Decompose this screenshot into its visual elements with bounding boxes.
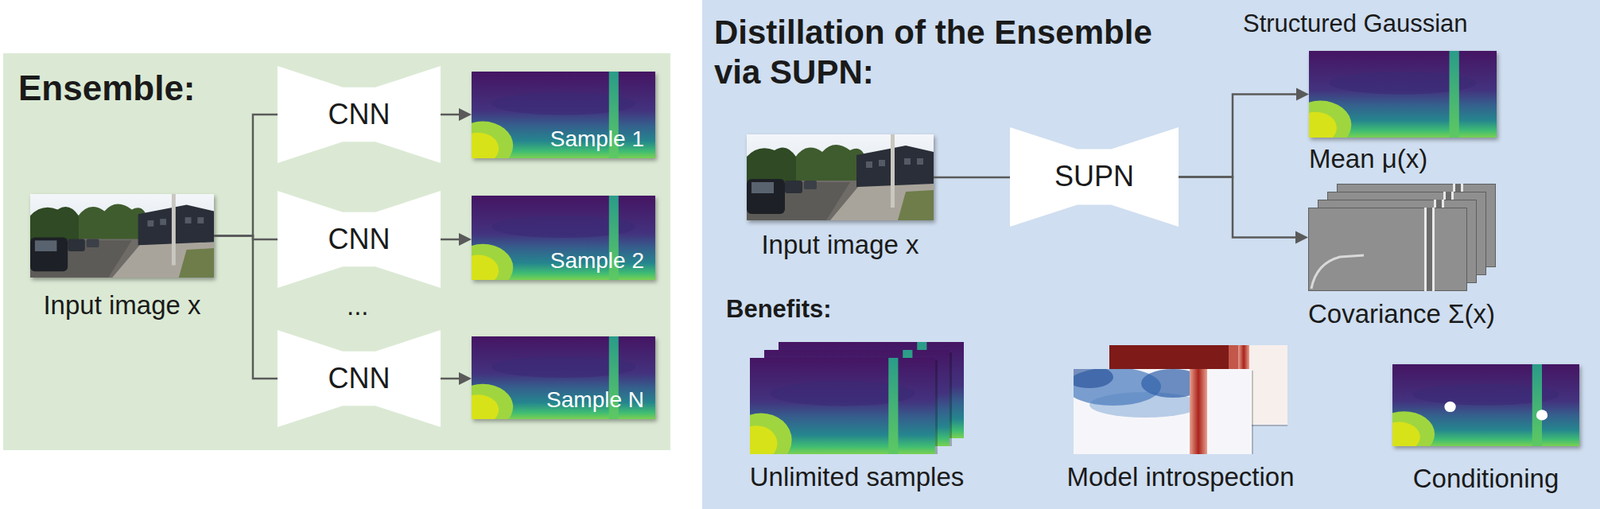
connector-line (213, 236, 278, 380)
covariance-cards (1308, 183, 1497, 292)
text-holder: Mean μ(x) (1308, 143, 1428, 175)
street-photo (30, 194, 214, 278)
sample-label: Sample 2 (550, 247, 645, 274)
benefit-label: Unlimited samples (749, 462, 965, 494)
panel-title: Ensemble: (18, 67, 196, 109)
text-holder: Sample N (546, 386, 645, 413)
introspection-maps (1073, 345, 1288, 455)
connector (440, 372, 472, 385)
connector (213, 114, 278, 237)
block-label: CNN (328, 97, 391, 132)
text-holder: Covariance Σ(x) (1308, 299, 1496, 331)
text-holder: Distillation of the Ensemble via SUPN: (714, 12, 1160, 92)
image-label: Input image x (42, 290, 201, 322)
text-holder: CNN (277, 190, 441, 288)
introspection-maps: Model introspection (1073, 345, 1288, 455)
text-holder: Model introspection (1066, 462, 1294, 494)
panel-title: Distillation of the Ensemble via SUPN: (714, 12, 1160, 92)
output-label: Mean μ(x) (1308, 143, 1428, 175)
text-holder: ... (346, 291, 369, 323)
connector (933, 177, 1010, 179)
connector (213, 236, 278, 241)
text-holder: Benefits: (726, 295, 832, 325)
mean-map: Mean μ(x) (1308, 50, 1497, 138)
connector-line (933, 176, 1010, 179)
cnn-block: CNN (277, 190, 441, 288)
connector-line (213, 236, 278, 241)
connector-line (440, 238, 459, 241)
block-label: CNN (328, 361, 391, 396)
text-holder: Input image x (42, 290, 201, 322)
block-shape (277, 330, 441, 428)
ellipsis-label: ... (346, 291, 369, 323)
benefit-label: Model introspection (1066, 462, 1294, 494)
sample-label: Sample N (546, 386, 645, 413)
text-holder: Unlimited samples (749, 462, 965, 494)
image-label: Input image x (761, 229, 919, 261)
text-holder: SUPN (1009, 127, 1179, 227)
text-holder: Sample 2 (550, 247, 645, 274)
block-label: SUPN (1054, 159, 1134, 194)
block-shape (1009, 127, 1179, 227)
text-holder: Ensemble: (18, 67, 196, 109)
text-holder: CNN (277, 66, 441, 164)
depth-sample: Sample 1 (471, 71, 656, 159)
distillation-panel: Distillation of the Ensemble via SUPN: In… (702, 0, 1600, 509)
block-shape (277, 66, 441, 164)
input-image: Input image x (30, 194, 214, 278)
text-holder: Input image x (761, 229, 919, 261)
block-shape (277, 190, 441, 288)
covariance-stack: Covariance Σ(x) (1308, 183, 1497, 292)
arrow-head (1295, 231, 1309, 245)
text-holder: CNN (277, 330, 441, 428)
connector-line (440, 377, 459, 381)
output-label: Covariance Σ(x) (1308, 299, 1496, 331)
depth-map (1392, 364, 1580, 447)
arrow-head (458, 372, 472, 385)
supn-block: SUPN (1009, 127, 1179, 227)
arrow-head (458, 108, 472, 121)
block-label: CNN (328, 222, 391, 257)
depth-stack (749, 341, 964, 455)
depth-map (1308, 50, 1497, 138)
connector-line (440, 113, 459, 117)
arrow-head (1296, 88, 1309, 101)
connector-line (1178, 94, 1297, 178)
benefit-label: Conditioning (1413, 463, 1559, 495)
section-label: Structured Gaussian (1242, 9, 1468, 39)
text-holder: Sample 1 (550, 125, 645, 152)
cnn-block: CNN (277, 66, 441, 164)
sample-label: Sample 1 (550, 125, 645, 152)
connector (213, 236, 278, 380)
conditioning-map: Conditioning (1392, 364, 1580, 447)
connector-line (1178, 177, 1296, 238)
text-holder: Conditioning (1413, 463, 1559, 495)
cnn-block: CNN (277, 330, 441, 428)
connector (440, 233, 472, 246)
ensemble-panel: Ensemble: Input image x CNN CNN CNN Sample 1 S… (3, 53, 671, 451)
connector-line (213, 114, 278, 237)
street-photo (746, 134, 934, 221)
connector (1178, 88, 1309, 178)
depth-sample: Sample 2 (471, 195, 656, 280)
sample-stack: Unlimited samples (749, 341, 964, 455)
text-holder: Structured Gaussian (1242, 9, 1468, 39)
connector (440, 108, 472, 121)
connector (1178, 177, 1309, 245)
depth-sample: Sample N (471, 336, 656, 420)
arrow-head (458, 233, 472, 246)
section-label: Benefits: (726, 295, 832, 325)
input-image: Input image x (746, 134, 934, 221)
